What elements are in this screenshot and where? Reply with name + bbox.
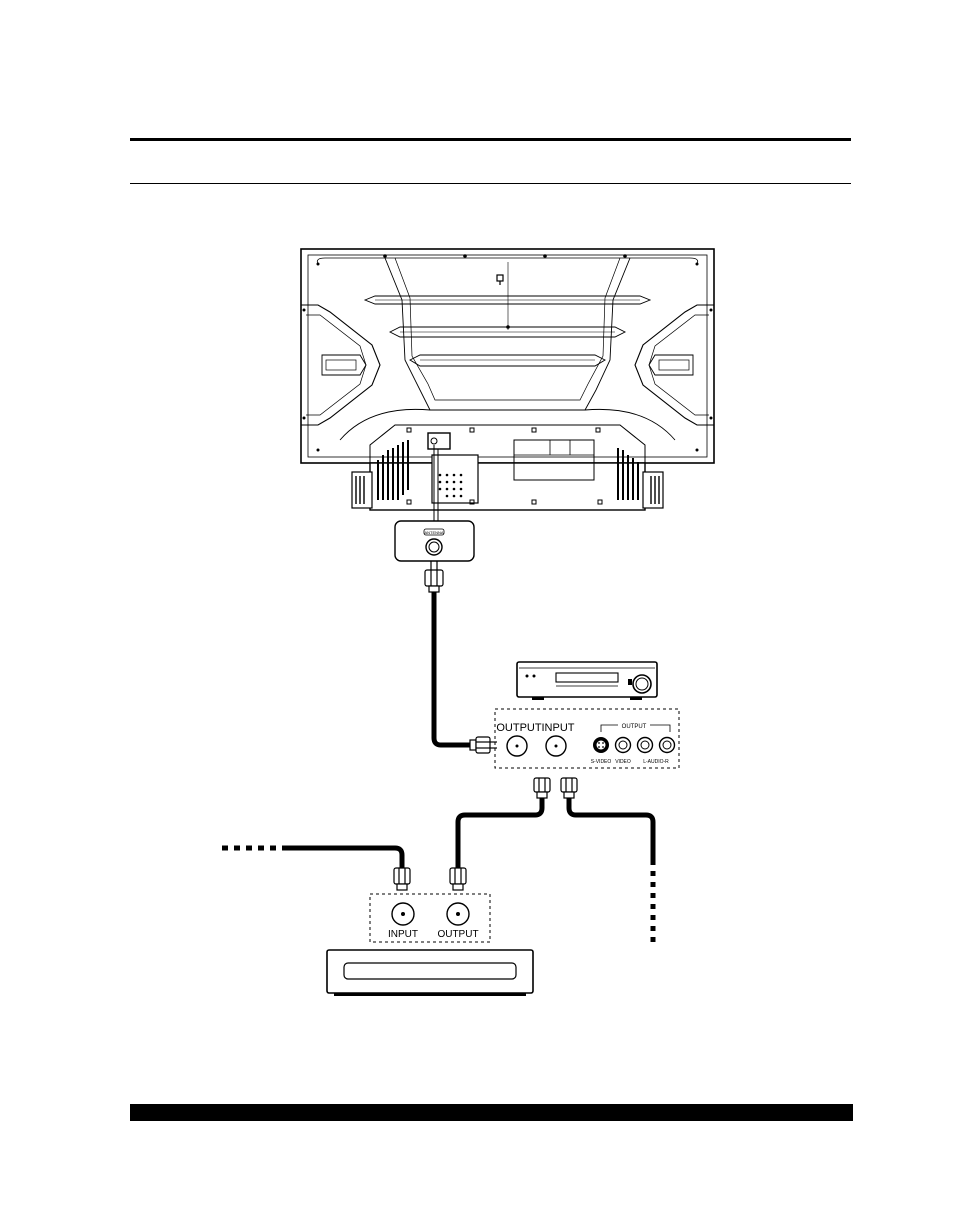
vcr-audio-label: L-AUDIO-R: [643, 759, 669, 765]
coax-cable-tv-to-vcr: [434, 592, 470, 745]
coax-plug-tv: [425, 561, 443, 592]
tv-rear-panel: [301, 249, 714, 510]
cable-box-device: [327, 950, 533, 996]
vcr-video-label: VIDEO: [615, 759, 631, 765]
vcr-rear-terminals: OUTPUT INPUT OUTPUT S-VIDEO VIDEO L-AUDI…: [495, 709, 679, 768]
tv-antenna-jack: ANTENNA: [395, 521, 474, 561]
footer-bar: [130, 1104, 853, 1121]
cable-box-output-label: OUTPUT: [437, 929, 478, 940]
cable-box-terminals: INPUT OUTPUT: [370, 894, 490, 942]
vcr-av-output-label: OUTPUT: [622, 724, 647, 730]
tv-antenna-label: ANTENNA: [424, 530, 443, 535]
coax-plug-vcr-output: [470, 737, 497, 753]
coax-plug-box-output: [450, 868, 466, 890]
coax-cable-incoming: [282, 848, 402, 868]
header-thin-rule: [130, 183, 851, 184]
vcr-device: [517, 662, 657, 700]
vcr-s-video-label: S-VIDEO: [591, 759, 612, 765]
cable-box-input-label: INPUT: [388, 929, 418, 940]
coax-cable-vcr-to-antenna: [569, 798, 653, 860]
header-thick-rule: [130, 138, 851, 141]
coax-plug-box-input: [394, 868, 410, 890]
coax-cable-vcr-to-box: [458, 798, 542, 868]
coax-plug-vcr-input-a: [534, 778, 550, 798]
vcr-input-label: INPUT: [542, 722, 575, 734]
coax-plug-vcr-input-b: [561, 778, 577, 798]
vcr-output-label: OUTPUT: [496, 722, 542, 734]
